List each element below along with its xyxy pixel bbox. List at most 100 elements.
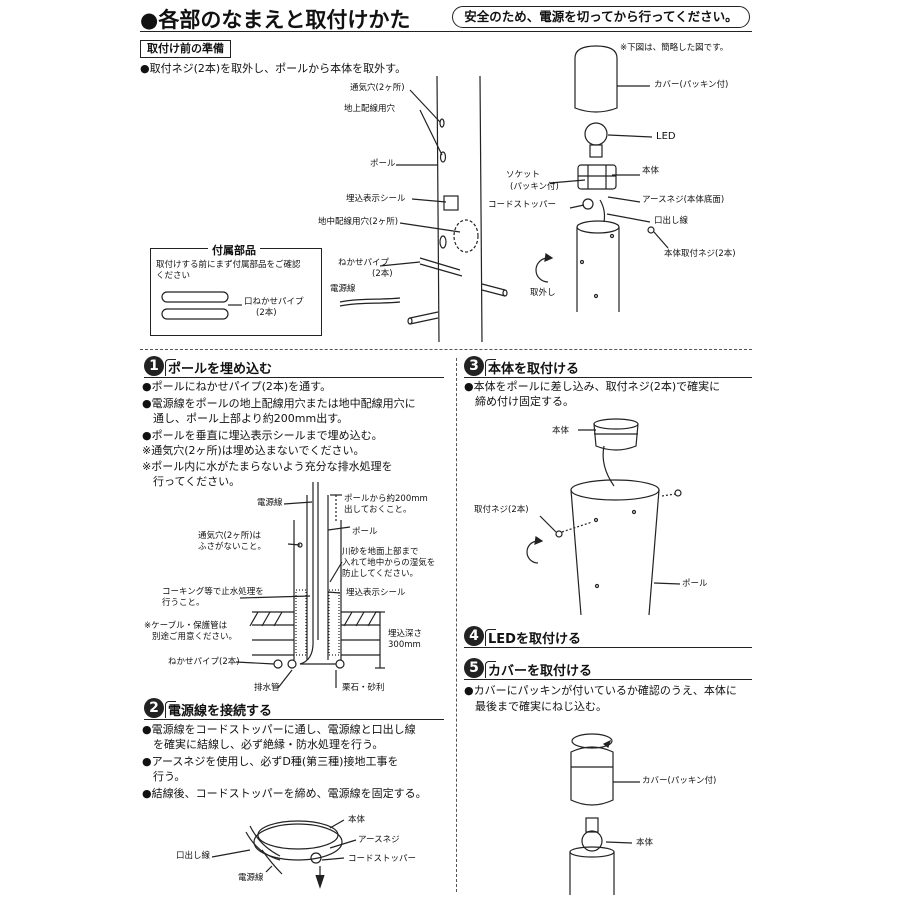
s1-label-depth-1: 埋込深さ <box>388 629 423 639</box>
label-screw: 本体取付ネジ(2本) <box>664 249 736 259</box>
s1-label-caulk-1: コーキング等で止水処理を <box>162 587 264 597</box>
s1-label-seal: 埋込表示シール <box>346 588 406 598</box>
s1-label-pipe: ねかせパイプ(2本) <box>168 657 240 667</box>
step3-bracket <box>485 359 496 376</box>
step4-header: 4 LEDを取付ける <box>464 626 752 648</box>
step2-header: 2 電源線を接続する <box>144 698 444 720</box>
s2-label-earth: アースネジ <box>358 835 400 845</box>
s1-label-cable-note-1: ※ケーブル・保護管は <box>144 621 228 631</box>
step1-line-1: ●ポールにねかせパイプ(2本)を通す。 <box>142 380 332 393</box>
accessory-note-1: 取付けする前にまず付属部品をご確認 <box>156 260 301 270</box>
s3-label-pole: ポール <box>682 579 708 589</box>
label-lead: 口出し線 <box>654 216 689 226</box>
step2-line-5: ●結線後、コードストッパーを締め、電源線を固定する。 <box>142 787 427 800</box>
label-led: LED <box>656 131 676 142</box>
s2-label-stopper: コードストッパー <box>348 854 417 864</box>
step1-title: ポールを埋め込む <box>168 362 273 377</box>
s1-label-caulk-2: 行うこと。 <box>162 598 205 608</box>
step5-line-1: ●カバーにパッキンが付いているか確認のうえ、本体に <box>464 684 737 697</box>
s3-label-body: 本体 <box>552 426 570 436</box>
label-cover: カバー(パッキン付) <box>654 80 729 90</box>
page-title: ●各部のなまえと取付けかた <box>140 8 411 32</box>
label-pipe-count: (2本) <box>372 269 393 279</box>
s5-label-body: 本体 <box>636 838 654 848</box>
s1-label-cable-note-2: 別途ご用意ください。 <box>152 632 238 642</box>
step2-line-1: ●電源線をコードストッパーに通し、電源線と口出し線 <box>142 723 416 736</box>
step1-line-4: ●ポールを垂直に埋込表示シールまで埋め込む。 <box>142 429 383 442</box>
step5-header: 5 カバーを取付ける <box>464 658 752 680</box>
accessory-title: 付属部品 <box>208 242 260 258</box>
step5-number: 5 <box>464 658 484 678</box>
section-divider <box>140 349 752 350</box>
label-cable: 電源線 <box>330 284 356 294</box>
label-vent: 通気穴(2ヶ所) <box>350 83 405 93</box>
step1-line-7: 行ってください。 <box>142 475 241 488</box>
step3-line-2: 締め付け固定する。 <box>464 395 574 408</box>
s1-label-out200-2: 出しておくこと。 <box>344 505 412 515</box>
prep-section-label: 取付け前の準備 <box>140 40 231 58</box>
s1-label-cable: 電源線 <box>257 498 283 508</box>
label-seal: 埋込表示シール <box>346 194 406 204</box>
step1-bracket <box>165 359 176 376</box>
label-socket: ソケット <box>506 170 541 180</box>
simplified-note: ※下図は、簡略した図です。 <box>620 43 729 53</box>
label-socket-sub: (パッキン付) <box>510 182 559 192</box>
step2-line-2: を確実に結線し、必ず絶縁・防水処理を行う。 <box>142 738 384 751</box>
s1-label-out200-1: ポールから約200mm <box>344 494 428 504</box>
header-divider <box>140 31 752 32</box>
s2-label-cable: 電源線 <box>238 873 264 883</box>
label-pipe: ねかせパイプ <box>338 258 390 268</box>
prep-instruction: ●取付ネジ(2本)を取外し、ポールから本体を取外す。 <box>140 62 407 75</box>
step5-line-2: 最後まで確実にねじ込む。 <box>464 700 607 713</box>
step4-title: LEDを取付ける <box>488 632 581 647</box>
label-stopper: コードストッパー <box>488 200 557 210</box>
s1-label-drain: 排水管 <box>254 683 280 693</box>
step2-number: 2 <box>144 698 164 718</box>
label-earth: アースネジ(本体底面) <box>642 195 725 205</box>
step3-line-1: ●本体をポールに差し込み、取付ネジ(2本)で確実に <box>464 380 721 393</box>
step2-line-4: 行う。 <box>142 770 186 783</box>
step2-title: 電源線を接続する <box>168 704 273 719</box>
accessory-item-count: (2本) <box>256 308 277 318</box>
accessory-item: 口ねかせパイプ <box>244 297 304 307</box>
step3-header: 3 本体を取付ける <box>464 356 752 378</box>
s1-label-vent-1: 通気穴(2ヶ所)は <box>198 531 262 541</box>
label-body: 本体 <box>642 166 660 176</box>
label-underground-hole: 地中配線用穴(2ヶ所) <box>318 217 399 227</box>
step4-bracket <box>485 629 496 646</box>
step1-number: 1 <box>144 356 164 376</box>
accessory-note-2: ください <box>156 271 191 281</box>
s1-label-pole: ポール <box>352 527 378 537</box>
label-pole: ポール <box>370 159 396 169</box>
s1-label-sand-1: 川砂を地面上部まで <box>342 547 419 557</box>
s3-label-screw: 取付ネジ(2本) <box>474 505 529 515</box>
safety-warning: 安全のため、電源を切ってから行ってください。 <box>452 6 750 28</box>
step4-number: 4 <box>464 626 484 646</box>
column-divider <box>456 358 457 892</box>
step2-line-3: ●アースネジを使用し、必ずD種(第三種)接地工事を <box>142 755 399 768</box>
label-surface-hole: 地上配線用穴 <box>344 104 396 114</box>
label-remove: 取外し <box>530 288 556 298</box>
s2-label-body: 本体 <box>348 815 366 825</box>
step2-bracket <box>165 701 176 718</box>
step1-line-6: ※ポール内に水がたまらないよう充分な排水処理を <box>142 460 393 473</box>
step1-line-2: ●電源線をポールの地上配線用穴または地中配線用穴に <box>142 397 416 410</box>
step3-number: 3 <box>464 356 484 376</box>
step5-title: カバーを取付ける <box>488 664 593 679</box>
s1-label-vent-2: ふさがないこと。 <box>198 542 267 552</box>
s1-label-depth-2: 300mm <box>388 640 421 650</box>
step1-line-5: ※通気穴(2ヶ所)は埋め込まないでください。 <box>142 444 365 457</box>
step3-title: 本体を取付ける <box>488 362 580 377</box>
step5-bracket <box>485 661 496 678</box>
s5-label-cover: カバー(パッキン付) <box>642 776 717 786</box>
s1-label-gravel: 栗石・砂利 <box>342 683 385 693</box>
s1-label-sand-2: 入れて地中からの湿気を <box>342 558 436 568</box>
s1-label-sand-3: 防止してください。 <box>342 569 418 579</box>
s2-label-lead: 口出し線 <box>176 851 211 861</box>
step1-line-3: 通し、ポール上部より約200mm出す。 <box>142 412 349 425</box>
